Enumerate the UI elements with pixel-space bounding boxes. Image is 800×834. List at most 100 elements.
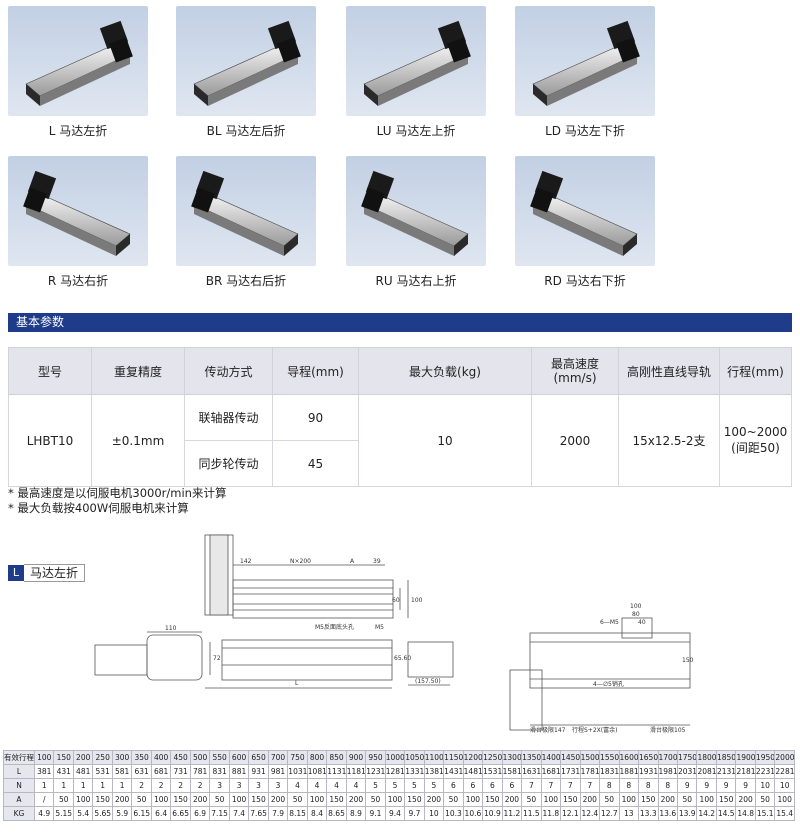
stroke-cell: 50 (209, 792, 230, 807)
stroke-cell: 50 (521, 792, 542, 807)
stroke-cell: 50 (443, 792, 464, 807)
stroke-cell: 10.6 (462, 806, 484, 821)
stroke-cell: 6.4 (150, 806, 172, 821)
variant-card: RD 马达右下折 (515, 156, 655, 289)
label-limit-105: 滑台极限105 (650, 726, 686, 734)
stroke-cell: 2131 (715, 764, 737, 779)
spec-stroke-range: 100~2000 (723, 425, 788, 439)
stroke-cell: 4 (345, 778, 367, 793)
stroke-cell: 13 (618, 806, 640, 821)
stroke-cell: 2 (189, 778, 211, 793)
stroke-cell: 7 (521, 778, 542, 793)
stroke-cell: 50 (365, 792, 386, 807)
stroke-cell: 100 (618, 792, 640, 807)
variant-card: LD 马达左下折 (515, 6, 655, 139)
stroke-cell: 1481 (462, 764, 484, 779)
stroke-cell: 5 (404, 778, 425, 793)
stroke-cell: 200 (345, 792, 367, 807)
stroke-cell: 1781 (579, 764, 601, 779)
stroke-header-cell: 1650 (638, 750, 659, 765)
stroke-header-cell: 1000 (384, 750, 406, 765)
stroke-cell: 1181 (345, 764, 367, 779)
stroke-cell: 9 (696, 778, 717, 793)
stroke-header-cell: 900 (345, 750, 367, 765)
stroke-cell: 8 (638, 778, 659, 793)
stroke-cell: 150 (92, 792, 113, 807)
stroke-row-label: A (3, 792, 35, 807)
front-body (221, 639, 393, 681)
stroke-header-cell: 350 (131, 750, 152, 765)
variant-label: RU 马达右上折 (375, 274, 457, 288)
stroke-cell: 1 (33, 778, 55, 793)
stroke-cell: 631 (131, 764, 152, 779)
stroke-cell: 100 (540, 792, 562, 807)
label-40: 40 (638, 619, 646, 626)
stroke-cell: 5 (365, 778, 386, 793)
stroke-cell: 2081 (696, 764, 717, 779)
spec-row-1: LHBT10 ±0.1mm 联轴器传动 90 10 2000 15x12.5-2… (8, 394, 792, 487)
stroke-header-cell: 1850 (715, 750, 737, 765)
stroke-cell: 14.2 (696, 806, 717, 821)
stroke-cell: 9.1 (365, 806, 386, 821)
stroke-header-cell: 1200 (462, 750, 484, 765)
stroke-header-cell: 1900 (735, 750, 756, 765)
stroke-row-label: L (3, 764, 35, 779)
label-stroke: 行程S+2X(富余) (572, 726, 617, 734)
stroke-cell: 2 (170, 778, 191, 793)
stroke-cell: 150 (638, 792, 659, 807)
stroke-header-cell: 800 (306, 750, 328, 765)
stroke-header-cell: 1350 (521, 750, 542, 765)
spec-max-speed: 2000 (531, 394, 619, 487)
stroke-header-cell: 1450 (560, 750, 581, 765)
stroke-cell: 4 (326, 778, 347, 793)
stroke-cell: 10 (774, 778, 795, 793)
stroke-header-cell: 300 (111, 750, 133, 765)
stroke-cell: 8 (618, 778, 640, 793)
stroke-cell: 781 (189, 764, 211, 779)
stroke-cell: 100 (228, 792, 250, 807)
spec-rail: 15x12.5-2支 (618, 394, 720, 487)
label-39: 39 (373, 558, 381, 565)
stroke-cell: 1831 (599, 764, 620, 779)
stroke-cell: 150 (170, 792, 191, 807)
spec-header-load: 最大负载(kg) (358, 347, 532, 395)
stroke-cell: 7 (579, 778, 601, 793)
stroke-cell: 11.5 (521, 806, 542, 821)
stroke-cell: 10.9 (482, 806, 503, 821)
stroke-cell: 100 (150, 792, 172, 807)
stroke-cell: 1 (53, 778, 74, 793)
spec-row-2: 同步轮传动 45 (9, 440, 792, 487)
stroke-cell: 6 (462, 778, 484, 793)
stroke-cell: 9 (676, 778, 698, 793)
stroke-cell: 12.1 (560, 806, 581, 821)
spec-lead-pulley: 45 (272, 440, 359, 487)
stroke-cell: 200 (735, 792, 756, 807)
spec-header-precision: 重复精度 (91, 347, 185, 395)
label-157: (157.50) (415, 678, 441, 685)
variant-card: BR 马达右后折 (176, 156, 316, 289)
stroke-cell: 2 (131, 778, 152, 793)
label-60: 60 (392, 597, 400, 604)
stroke-cell: 2031 (676, 764, 698, 779)
stroke-header-cell: 1400 (540, 750, 562, 765)
stroke-cell: 100 (696, 792, 717, 807)
label-a: A (350, 558, 355, 565)
stroke-header-cell: 450 (170, 750, 191, 765)
stroke-header-label: 有效行程(s) (3, 750, 35, 765)
stroke-header-cell: 250 (92, 750, 113, 765)
variant-image (176, 156, 316, 266)
stroke-cell: 1581 (501, 764, 523, 779)
stroke-header-cell: 100 (33, 750, 55, 765)
side-motor (94, 644, 148, 676)
stroke-cell: 581 (111, 764, 133, 779)
stroke-cell: 1681 (540, 764, 562, 779)
stroke-cell: 1031 (287, 764, 308, 779)
variant-label: L 马达左折 (48, 124, 108, 138)
label-65: 65.60 (394, 655, 411, 662)
stroke-cell: 1881 (618, 764, 640, 779)
stroke-cell: 1 (72, 778, 94, 793)
spec-header-lead: 导程(mm) (272, 347, 359, 395)
stroke-cell: 150 (482, 792, 503, 807)
stroke-cell: 12.4 (579, 806, 601, 821)
spec-precision: ±0.1mm (91, 394, 185, 487)
